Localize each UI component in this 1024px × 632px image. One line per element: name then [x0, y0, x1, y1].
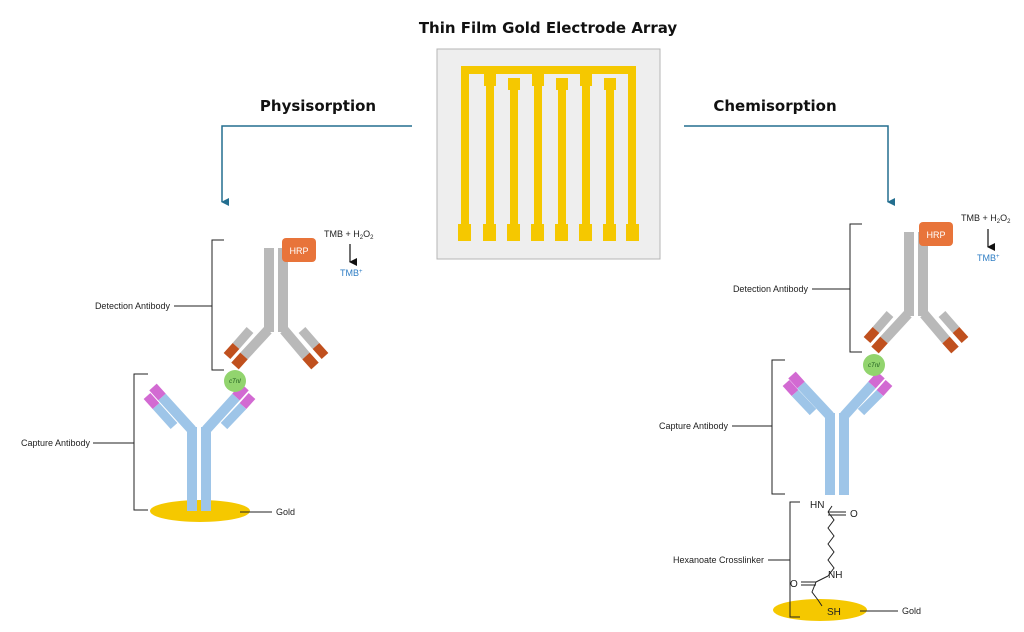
reaction-reactant-right: TMB + H2O2 [961, 213, 1011, 225]
hrp-box-left [282, 238, 316, 262]
hrp-label-left: HRP [289, 246, 308, 256]
detection-antibody-label-left: Detection Antibody [95, 301, 171, 311]
chem-nh-label: NH [828, 570, 842, 581]
capture-antibody-label-left: Capture Antibody [21, 438, 91, 448]
capture-bracket-right [771, 359, 785, 495]
capture-antibody-label-right: Capture Antibody [659, 421, 729, 431]
physisorption-heading: Physisorption [260, 97, 376, 115]
detection-antibody-label-right: Detection Antibody [733, 284, 809, 294]
chemisorption-heading: Chemisorption [713, 97, 836, 115]
hexanoate-crosslinker [801, 505, 846, 607]
gold-pad-left [150, 500, 250, 522]
chemisorption-arrow [684, 125, 895, 206]
chem-o-top-label: O [850, 509, 858, 520]
capture-antibody-right [782, 371, 893, 495]
diagram-title: Thin Film Gold Electrode Array [419, 19, 678, 37]
ctni-label-right: cTnI [868, 363, 880, 369]
ctni-antigen-right [863, 354, 885, 376]
reaction-product-right: TMB+ [977, 253, 1000, 263]
capture-bracket-left [133, 373, 148, 511]
detection-antibody-left [223, 248, 329, 370]
detection-bracket-left [211, 239, 224, 371]
crosslinker-bracket [789, 501, 800, 618]
physisorption-arrow [221, 125, 412, 206]
ctni-antigen-left [224, 370, 246, 392]
chem-o-bottom-label: O [790, 579, 798, 590]
hrp-label-right: HRP [926, 230, 945, 240]
gold-label-right: Gold [902, 606, 921, 616]
electrode-array [436, 48, 661, 260]
gold-pad-right [773, 599, 867, 621]
chem-hn-label: HN [810, 500, 824, 511]
reaction-reactant-left: TMB + H2O2 [324, 229, 374, 241]
hrp-box-right [919, 222, 953, 246]
gold-label-left: Gold [276, 507, 295, 517]
capture-antibody-left [143, 383, 256, 511]
crosslinker-label: Hexanoate Crosslinker [673, 555, 764, 565]
detection-antibody-right [863, 232, 969, 354]
ctni-label-left: cTnI [229, 379, 241, 385]
chem-sh-label: SH [827, 607, 841, 618]
reaction-product-left: TMB+ [340, 268, 363, 278]
detection-bracket-right [849, 223, 862, 353]
